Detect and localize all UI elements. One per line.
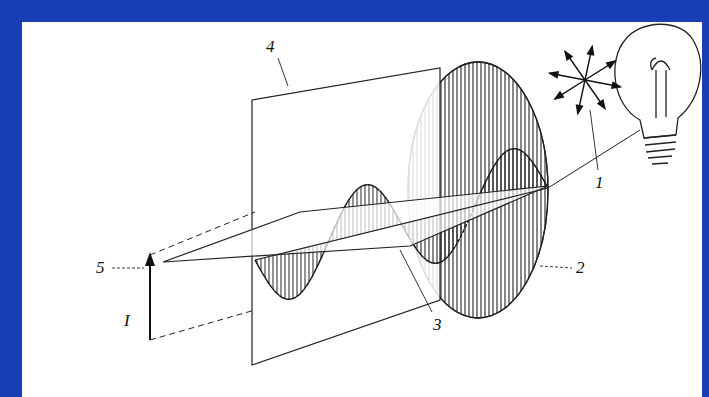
part-number: 2 [576,259,585,276]
part-number: 1 [595,174,604,191]
part-number: 5 [96,259,105,276]
light-bulb [615,24,701,164]
unpolarized-light-vectors [550,47,621,114]
part-number: 3 [433,316,442,333]
amplitude-symbol: I [124,312,130,329]
part-number: 4 [266,38,275,55]
horizontal-plane [163,186,548,262]
